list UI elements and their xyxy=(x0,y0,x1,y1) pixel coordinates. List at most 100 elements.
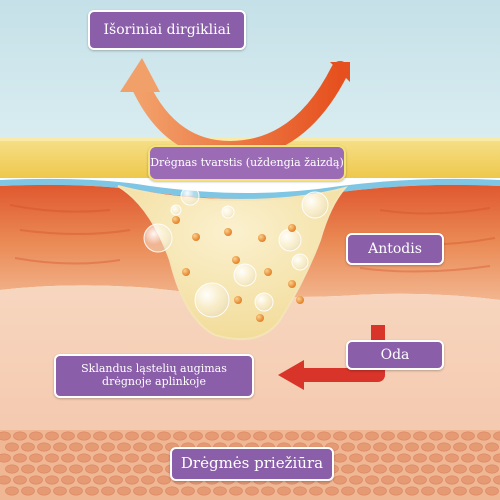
skin-cell xyxy=(421,486,435,496)
skin-cell xyxy=(0,453,11,463)
skin-cell xyxy=(109,431,123,441)
growth-factor-dots xyxy=(172,216,304,322)
skin-cell xyxy=(189,431,203,441)
moisture-bubble xyxy=(233,263,257,287)
moisture-bubble xyxy=(180,186,200,206)
skin-cell xyxy=(93,475,107,485)
label-external-irritants-text: Išoriniai dirgikliai xyxy=(103,21,231,38)
label-cell-growth-text: Sklandus ląstelių augimas drėgnoje aplin… xyxy=(81,362,227,388)
label-epidermis: Antodis xyxy=(346,233,444,265)
skin-cell xyxy=(117,486,131,496)
label-moisture-care-text: Drėgmės priežiūra xyxy=(180,454,324,473)
skin-cell xyxy=(101,442,115,452)
skin-cell xyxy=(333,475,347,485)
skin-cell xyxy=(373,442,387,452)
skin-cell xyxy=(405,464,419,474)
label-external-irritants: Išoriniai dirgikliai xyxy=(88,10,246,50)
skin-cell xyxy=(21,464,35,474)
skin-cell xyxy=(101,486,115,496)
growth-factor-dot xyxy=(258,234,266,242)
growth-factor-dot xyxy=(172,216,180,224)
growth-factor-dot xyxy=(296,296,304,304)
skin-cell xyxy=(493,431,500,441)
skin-cell xyxy=(125,475,139,485)
skin-cell xyxy=(389,442,403,452)
skin-cell xyxy=(493,475,500,485)
skin-cell xyxy=(277,486,291,496)
skin-cell xyxy=(117,464,131,474)
skin-cell xyxy=(317,431,331,441)
skin-cell xyxy=(53,442,67,452)
skin-cell xyxy=(77,453,91,463)
skin-cell xyxy=(477,453,491,463)
skin-cell xyxy=(357,464,371,474)
skin-cell xyxy=(5,464,19,474)
skin-cell xyxy=(77,475,91,485)
skin-cell xyxy=(349,453,363,463)
moisture-bubble xyxy=(170,204,182,216)
label-moist-dressing-text: Drėgnas tvarstis (uždengia žaizdą) xyxy=(150,155,344,169)
skin-cell xyxy=(205,431,219,441)
skin-cell xyxy=(453,486,467,496)
skin-cell xyxy=(29,431,43,441)
growth-factor-dot xyxy=(224,228,232,236)
skin-cell xyxy=(437,442,451,452)
skin-cell xyxy=(141,453,155,463)
skin-cell xyxy=(77,431,91,441)
skin-cell xyxy=(37,486,51,496)
moisture-bubble xyxy=(301,191,329,219)
skin-cell xyxy=(229,486,243,496)
skin-cell xyxy=(165,486,179,496)
skin-cell xyxy=(445,453,459,463)
skin-cell xyxy=(269,431,283,441)
skin-cell xyxy=(445,475,459,485)
skin-cell xyxy=(437,486,451,496)
growth-factor-dot xyxy=(264,268,272,276)
growth-factor-dot xyxy=(288,224,296,232)
skin-cell xyxy=(69,442,83,452)
skin-cell xyxy=(0,431,11,441)
skin-cell xyxy=(333,431,347,441)
skin-cell xyxy=(429,475,443,485)
skin-cell xyxy=(125,453,139,463)
skin-cell xyxy=(461,475,475,485)
skin-cell xyxy=(381,475,395,485)
skin-cell xyxy=(69,486,83,496)
skin-cell xyxy=(213,486,227,496)
skin-cell xyxy=(349,475,363,485)
skin-cell xyxy=(389,486,403,496)
skin-cell xyxy=(381,453,395,463)
skin-cell xyxy=(365,431,379,441)
label-cell-growth: Sklandus ląstelių augimas drėgnoje aplin… xyxy=(54,354,254,398)
skin-cell xyxy=(477,431,491,441)
skin-cell xyxy=(309,486,323,496)
skin-cell xyxy=(133,442,147,452)
skin-cell xyxy=(357,486,371,496)
skin-cell xyxy=(413,453,427,463)
skin-cell xyxy=(373,464,387,474)
skin-cell xyxy=(61,431,75,441)
skin-cell xyxy=(109,453,123,463)
skin-cell xyxy=(237,431,251,441)
skin-cell xyxy=(21,442,35,452)
skin-cell xyxy=(349,431,363,441)
skin-cell xyxy=(397,475,411,485)
skin-cell xyxy=(429,431,443,441)
skin-cell xyxy=(469,442,483,452)
skin-cell xyxy=(373,486,387,496)
label-skin: Oda xyxy=(346,340,444,370)
skin-cell xyxy=(405,486,419,496)
skin-cell xyxy=(485,464,499,474)
skin-cell xyxy=(261,486,275,496)
moisture-bubble xyxy=(194,282,230,318)
skin-cell xyxy=(357,442,371,452)
skin-cell xyxy=(445,431,459,441)
skin-cell xyxy=(13,475,27,485)
deflection-arrow-head xyxy=(120,58,160,92)
skin-cell xyxy=(493,453,500,463)
skin-cell xyxy=(5,486,19,496)
skin-cell xyxy=(405,442,419,452)
growth-factor-dot xyxy=(234,296,242,304)
growth-factor-dot xyxy=(288,280,296,288)
